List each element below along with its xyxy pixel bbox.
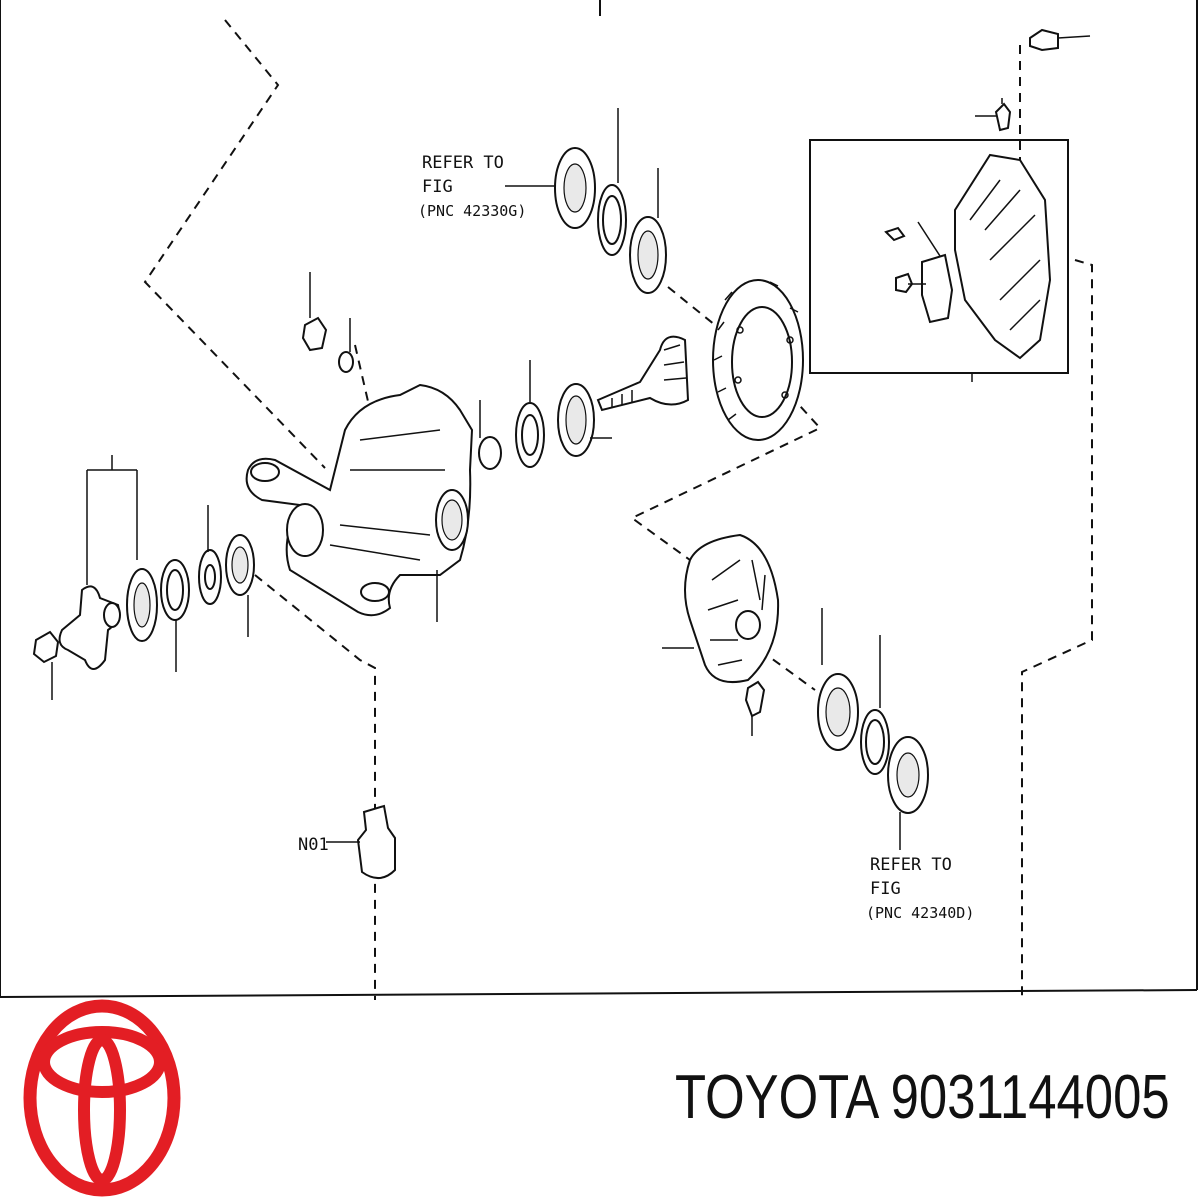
differential-case <box>662 533 780 736</box>
breather-plug: N01 <box>298 804 396 879</box>
dashed-guides <box>143 19 1093 1000</box>
toyota-emblem-icon <box>23 999 181 1197</box>
part-number-caption: TOYOTA 9031144005 <box>675 1063 1170 1132</box>
refer-bottom-line3: (PNC 42340D) <box>866 904 974 922</box>
refer-bottom-line1: REFER TO <box>870 855 952 875</box>
side-bearing-upper: REFER TO FIG (PNC 42330G) <box>418 108 667 294</box>
cover-inset <box>809 139 1069 382</box>
cover-bolts <box>975 28 1091 132</box>
differential-carrier <box>245 383 474 622</box>
drive-pinion <box>478 335 690 470</box>
refer-top-line1: REFER TO <box>422 153 504 173</box>
ring-gear <box>712 279 804 441</box>
side-bearing-lower: REFER TO FIG (PNC 42340D) <box>817 608 974 922</box>
refer-top-line2: FIG <box>422 177 453 197</box>
front-bearings <box>126 505 255 672</box>
refer-bottom-line2: FIG <box>870 879 901 899</box>
refer-top-line3: (PNC 42330G) <box>418 202 526 220</box>
companion-flange <box>32 455 138 700</box>
diagram-frame <box>0 0 1198 998</box>
part-code-label: N01 <box>298 835 329 855</box>
fill-plug <box>301 272 354 373</box>
